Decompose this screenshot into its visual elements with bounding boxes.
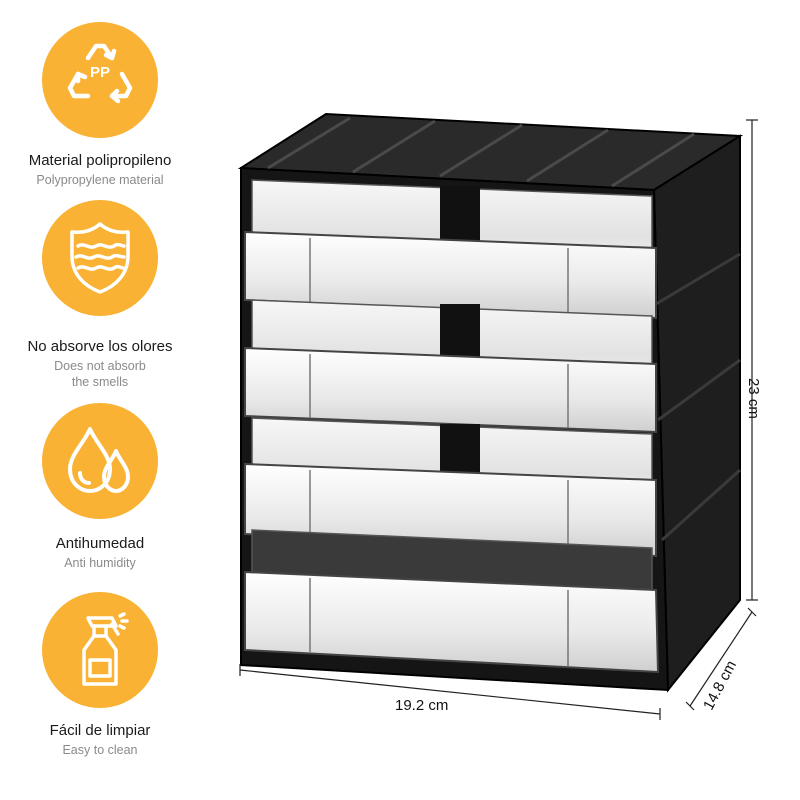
dimension-lines xyxy=(239,119,758,720)
feature-title: No absorve los olores xyxy=(27,338,173,355)
feature-subtitle: Polypropylene material xyxy=(36,173,164,187)
drawer-cabinet-illustration xyxy=(237,112,758,720)
feature-title: Material polipropileno xyxy=(28,152,172,169)
feature-subtitle: Does not absorb xyxy=(54,359,146,373)
feature-humidity: Antihumedad Anti humidity xyxy=(0,403,200,571)
feature-title: Fácil de limpiar xyxy=(49,722,151,739)
width-dimension-label: 19.2 cm xyxy=(395,697,449,714)
feature-subtitle: Easy to clean xyxy=(62,743,138,757)
feature-easy-clean: Fácil de limpiar Easy to clean xyxy=(0,592,200,758)
recycle-pp-icon: PP xyxy=(42,22,158,138)
feature-subtitle: Anti humidity xyxy=(64,556,136,570)
spray-bottle-icon xyxy=(42,592,158,708)
shield-waves-icon xyxy=(42,200,158,316)
pp-icon-text: PP xyxy=(90,64,110,81)
drawer-2 xyxy=(244,299,657,434)
drawer-3 xyxy=(244,417,657,558)
height-dimension-label: 23 cm xyxy=(745,378,762,419)
water-drops-icon xyxy=(42,403,158,519)
feature-polypropylene: PP Material polipropileno Polypropylene … xyxy=(0,22,200,188)
feature-subtitle: the smells xyxy=(71,375,129,389)
drawer-4 xyxy=(244,529,660,674)
feature-title: Antihumedad xyxy=(55,535,145,552)
drawer-1 xyxy=(244,179,657,320)
side-ribs xyxy=(655,252,742,542)
top-ridges xyxy=(267,116,695,188)
feature-odor: No absorve los olores Does not absorb th… xyxy=(0,200,200,390)
